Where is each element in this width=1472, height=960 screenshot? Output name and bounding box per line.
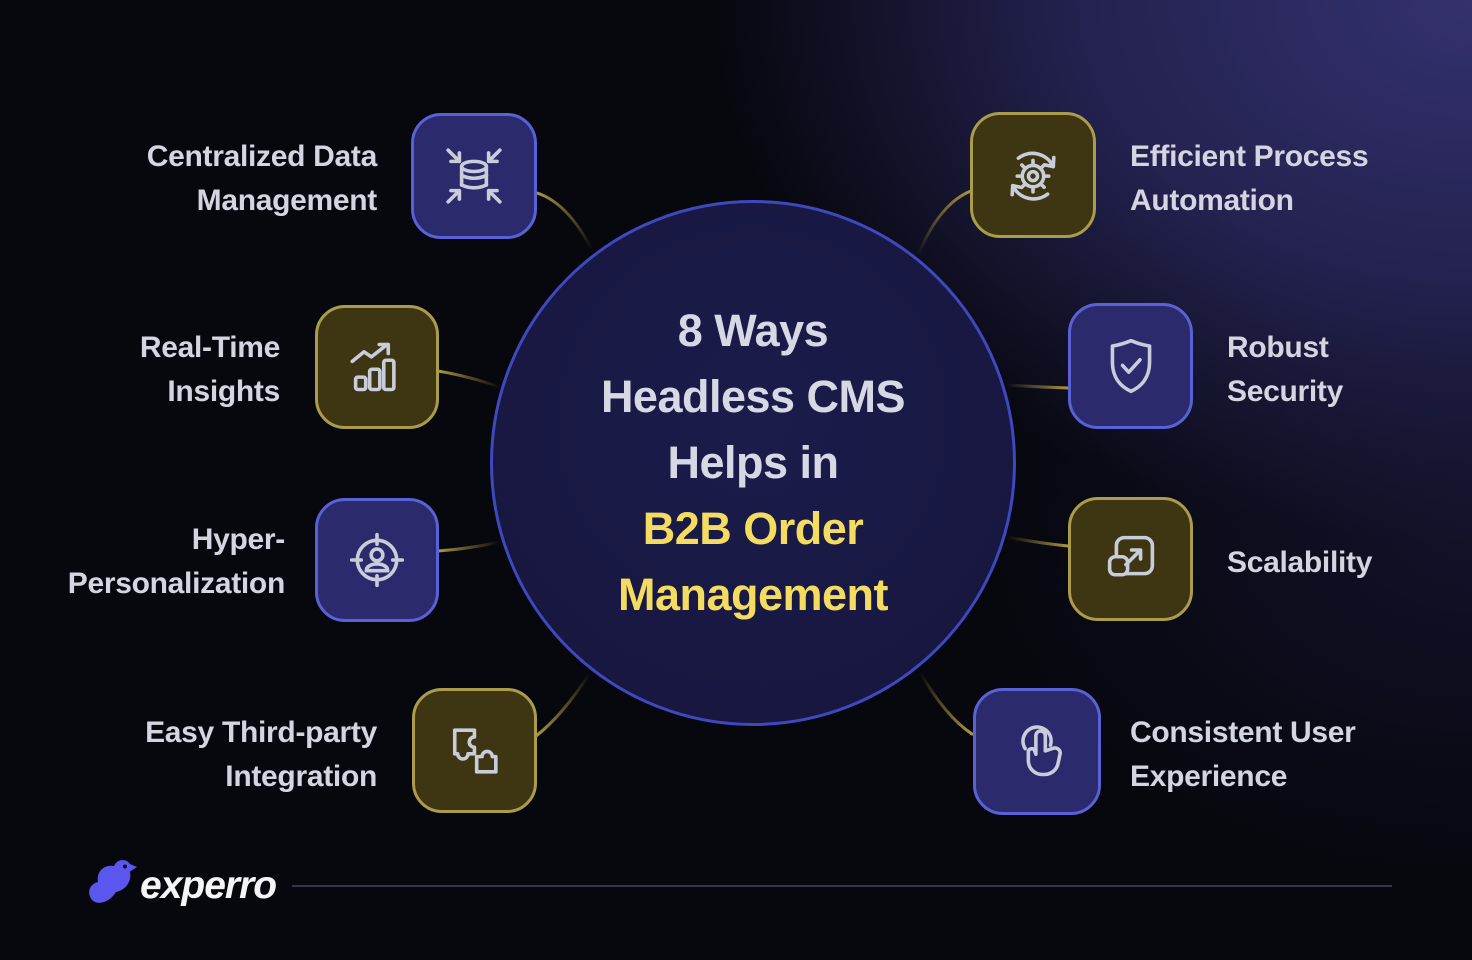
label-scalability: Scalability bbox=[1227, 546, 1373, 579]
label-easy-third-party-integration: Easy Third-party Integration bbox=[145, 716, 377, 793]
expand-icon bbox=[1107, 535, 1154, 577]
puzzle-icon bbox=[452, 727, 498, 774]
label-robust-security: Robust Security bbox=[1227, 331, 1343, 408]
bird-icon bbox=[89, 860, 137, 903]
item-efficient-process-automation-box bbox=[970, 112, 1096, 238]
user-target-icon bbox=[349, 532, 405, 588]
title-line-highlight: B2B Order bbox=[642, 503, 864, 554]
growth-chart-icon bbox=[350, 342, 396, 392]
label-real-time-insights: Real-Time Insights bbox=[139, 331, 280, 408]
tap-icon bbox=[1021, 724, 1062, 776]
label-consistent-user-experience: Consistent User Experience bbox=[1130, 716, 1356, 793]
item-consistent-user-experience-box bbox=[973, 688, 1101, 815]
gear-sync-icon bbox=[1010, 151, 1056, 201]
label-hyper-personalization: Hyper- Personalization bbox=[67, 523, 286, 600]
item-hyper-personalization-box bbox=[315, 498, 439, 622]
converging-arrows-database-icon bbox=[446, 148, 502, 204]
title-line: 8 Ways bbox=[677, 305, 829, 356]
label-efficient-process-automation: Efficient Process Automation bbox=[1130, 140, 1369, 217]
item-centralized-data-management-box bbox=[411, 113, 537, 239]
title-line: Headless CMS bbox=[600, 371, 906, 422]
center-circle: 8 Ways Headless CMS Helps in B2B Order M… bbox=[490, 200, 1016, 726]
experro-logo: experro bbox=[84, 852, 304, 920]
label-centralized-data-management: Centralized Data Management bbox=[146, 140, 378, 217]
item-real-time-insights-box bbox=[315, 305, 439, 429]
logo-divider bbox=[292, 885, 1392, 887]
title-line: Helps in bbox=[667, 437, 839, 488]
logo-wordmark: experro bbox=[140, 864, 277, 907]
title-line-highlight: Management bbox=[617, 569, 889, 620]
item-robust-security-box bbox=[1068, 303, 1193, 429]
item-easy-third-party-integration-box bbox=[412, 688, 537, 813]
shield-check-icon bbox=[1110, 338, 1151, 394]
item-scalability-box bbox=[1068, 497, 1193, 621]
